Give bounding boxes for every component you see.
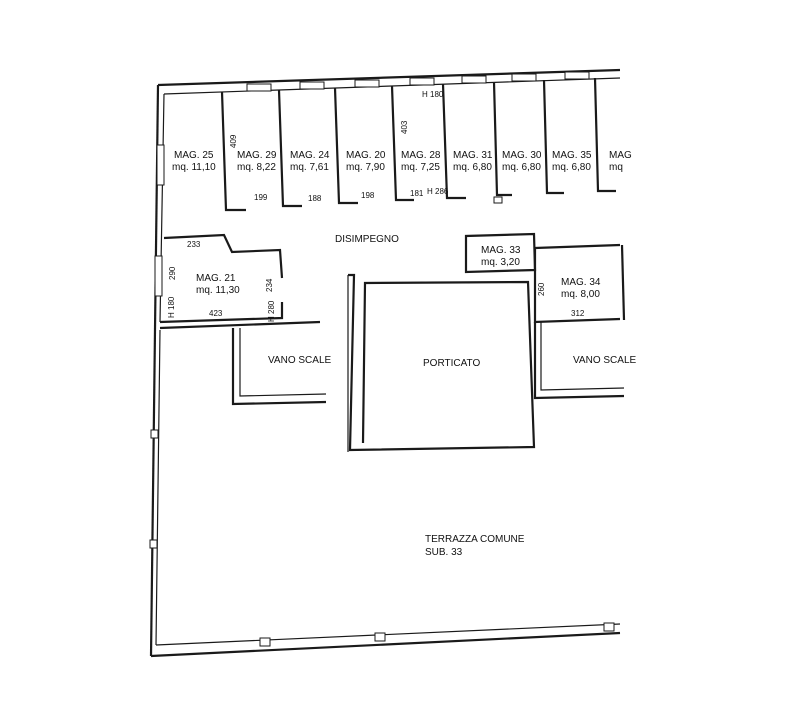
bottom-wall-inner xyxy=(155,623,621,646)
dimension-label: H 180 xyxy=(167,296,176,318)
room-area-mag-cut: mq xyxy=(609,162,623,173)
room-area-mag30: mq. 6,80 xyxy=(502,162,541,173)
window-mark xyxy=(564,71,590,80)
room-area-mag35: mq. 6,80 xyxy=(552,162,591,173)
top-wall xyxy=(157,68,621,87)
partition xyxy=(492,81,512,197)
room-name-mag30: MAG. 30 xyxy=(502,150,542,161)
room-name-mag25: MAG. 25 xyxy=(174,150,214,161)
room-name-mag35: MAG. 35 xyxy=(552,150,592,161)
room-area-mag34: mq. 8,00 xyxy=(561,289,600,300)
dimension-label: 233 xyxy=(187,240,201,249)
partition xyxy=(277,89,302,208)
window-mark xyxy=(149,539,158,549)
space-vano-scale-left: VANO SCALE xyxy=(268,355,331,366)
dimension-label: 260 xyxy=(537,282,546,296)
window-mark xyxy=(299,81,325,90)
window-mark xyxy=(511,73,537,82)
room-name-mag29: MAG. 29 xyxy=(237,150,277,161)
dimension-label: 188 xyxy=(308,194,322,203)
vano-scale-left-inner xyxy=(239,328,327,397)
window-mark xyxy=(156,144,165,186)
space-courtyard-faint: PORTICATO xyxy=(423,358,480,369)
partition xyxy=(441,83,466,200)
room-area-mag20: mq. 7,90 xyxy=(346,162,385,173)
room-name-mag31: MAG. 31 xyxy=(453,150,493,161)
dimension-label: 290 xyxy=(168,266,177,280)
dimension-label: H 286 xyxy=(427,187,449,196)
room-area-mag33: mq. 3,20 xyxy=(481,257,520,268)
window-mark xyxy=(603,622,615,632)
room-area-mag31: mq. 6,80 xyxy=(453,162,492,173)
dimension-label: 423 xyxy=(209,309,223,318)
room-name-mag34: MAG. 34 xyxy=(561,277,601,288)
mag21-walls xyxy=(159,233,321,330)
dimension-label: 409 xyxy=(229,134,238,148)
room-area-mag24: mq. 7,61 xyxy=(290,162,329,173)
dimension-label: 312 xyxy=(571,309,585,318)
outer-walls xyxy=(149,68,621,658)
window-mark xyxy=(409,77,435,86)
room-name-mag24: MAG. 24 xyxy=(290,150,330,161)
room-area-mag25: mq. 11,10 xyxy=(172,162,216,173)
partition xyxy=(390,85,414,202)
door-mark xyxy=(493,196,503,204)
window-mark xyxy=(246,83,272,92)
window-mark xyxy=(461,75,487,84)
mag34-right xyxy=(620,244,626,321)
window-mark xyxy=(154,255,163,297)
window-mark xyxy=(150,429,159,439)
window-mark xyxy=(354,79,380,88)
room-area-mag28: mq. 7,25 xyxy=(401,162,440,173)
storage-partitions xyxy=(220,77,616,212)
mag21-divider xyxy=(159,320,321,330)
vano-scale-left-walls xyxy=(231,328,327,406)
partition xyxy=(220,91,246,212)
partition xyxy=(333,87,358,205)
window-mark xyxy=(259,637,271,647)
room-labels: MAG. 25 mq. 11,10 MAG. 29 mq. 8,22 MAG. … xyxy=(172,150,636,558)
dimension-label: 403 xyxy=(400,120,409,134)
window-marks xyxy=(149,71,615,647)
dimension-label: H 180 xyxy=(422,90,444,99)
dimension-label: 181 xyxy=(410,189,424,198)
partition xyxy=(542,79,564,195)
room-name-mag33: MAG. 33 xyxy=(481,245,521,256)
window-mark xyxy=(374,632,386,642)
partition xyxy=(593,77,616,193)
dimension-label: 234 xyxy=(265,278,274,292)
dimension-label: H 280 xyxy=(267,300,276,322)
mag21-bottom xyxy=(159,302,284,324)
vano-scale-right-inner xyxy=(540,322,625,391)
mag21-top xyxy=(163,233,284,279)
room-name-mag-cut: MAG xyxy=(609,150,632,161)
room-name-mag28: MAG. 28 xyxy=(401,150,441,161)
space-disimpegno: DISIMPEGNO xyxy=(335,234,399,245)
dimension-label: 199 xyxy=(254,193,268,202)
vano-scale-right-walls xyxy=(533,322,625,400)
space-vano-scale-right: VANO SCALE xyxy=(573,355,636,366)
room-area-mag29: mq. 8,22 xyxy=(237,162,276,173)
mag33-walls xyxy=(464,232,537,274)
courtyard-outer xyxy=(348,273,536,452)
space-terrazza-line1: TERRAZZA COMUNE xyxy=(425,534,525,545)
room-name-mag20: MAG. 20 xyxy=(346,150,386,161)
dimension-labels: 409 403 H 180 199 188 198 181 H 286 233 … xyxy=(167,90,585,322)
room-area-mag21: mq. 11,30 xyxy=(196,285,240,296)
dimension-label: 198 xyxy=(361,191,375,200)
bottom-wall xyxy=(150,631,621,658)
space-terrazza-line2: SUB. 33 xyxy=(425,547,463,558)
room-name-mag21: MAG. 21 xyxy=(196,273,236,284)
